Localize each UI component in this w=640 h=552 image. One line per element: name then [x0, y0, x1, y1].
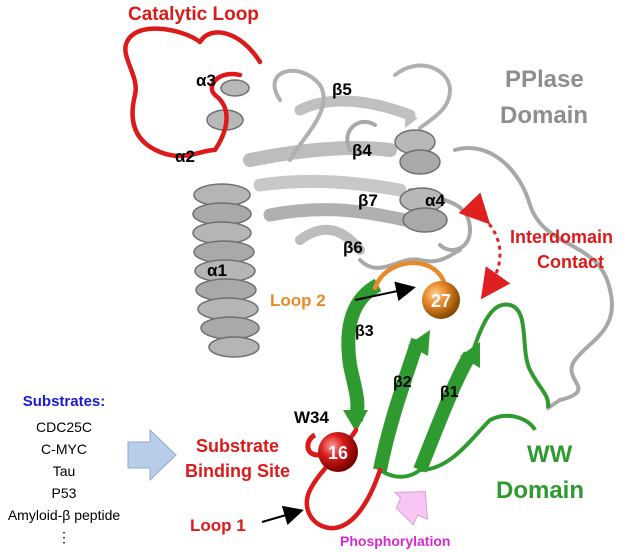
substrate-item: Amyloid-β peptide	[8, 507, 121, 523]
alpha1-label: α1	[207, 261, 227, 280]
beta2-label: β2	[393, 374, 412, 391]
beta6-label: β6	[343, 238, 363, 257]
phosphorylation-label: Phosphorylation	[340, 533, 450, 549]
substrate-item: P53	[52, 485, 77, 501]
interdomain-label-line1: Interdomain	[510, 227, 613, 247]
alpha3-label: α3	[196, 71, 216, 90]
substrates-title: Substrates:	[23, 393, 106, 410]
loop1-pointer-arrow	[261, 505, 304, 526]
residue-27-label: 27	[431, 291, 451, 311]
residue-16-label: 16	[328, 443, 348, 463]
beta5-label: β5	[332, 80, 352, 99]
ww-label-line2: Domain	[496, 477, 584, 504]
pplase-label-line1: PPlase	[505, 66, 584, 93]
substrates-more: ⋮	[57, 529, 71, 545]
substrate-item: CDC25C	[36, 419, 92, 435]
substrate-item: Tau	[53, 463, 76, 479]
interdomain-contact-arrow	[458, 192, 511, 300]
alpha2-label: α2	[175, 147, 195, 166]
loop2-label: Loop 2	[270, 291, 326, 310]
substrate-item: C-MYC	[41, 441, 87, 457]
alpha4-label: α4	[425, 191, 445, 210]
helix-coils	[206, 79, 448, 233]
beta1-label: β1	[440, 384, 459, 401]
substrate-binding-label-line1: Substrate	[196, 436, 279, 456]
catalytic-loop-structure	[123, 26, 263, 159]
w34-label: W34	[294, 408, 330, 427]
loop1-label: Loop 1	[190, 516, 246, 535]
beta3-label: β3	[355, 323, 374, 340]
substrate-block-arrow	[127, 428, 177, 482]
alpha1-helix	[192, 183, 260, 358]
beta7-label: β7	[358, 191, 378, 210]
beta4-label: β4	[352, 141, 372, 160]
pplase-label-line2: Domain	[500, 102, 588, 129]
loop2-pointer-arrow	[354, 281, 416, 302]
interdomain-label-line2: Contact	[537, 252, 604, 272]
catalytic-loop-label: Catalytic Loop	[128, 4, 259, 25]
phosphorylation-block-arrow	[393, 491, 428, 526]
substrates-list: Substrates: CDC25C C-MYC Tau P53 Amyloid…	[8, 393, 121, 545]
residue-27-sphere: 27	[422, 281, 460, 319]
residue-16-sphere: 16	[318, 432, 358, 472]
ww-domain-structure	[341, 278, 551, 479]
pplase-beta-sheet	[243, 95, 418, 255]
substrate-binding-label-line2: Binding Site	[185, 461, 290, 481]
ww-label-line1: WW	[527, 441, 573, 468]
